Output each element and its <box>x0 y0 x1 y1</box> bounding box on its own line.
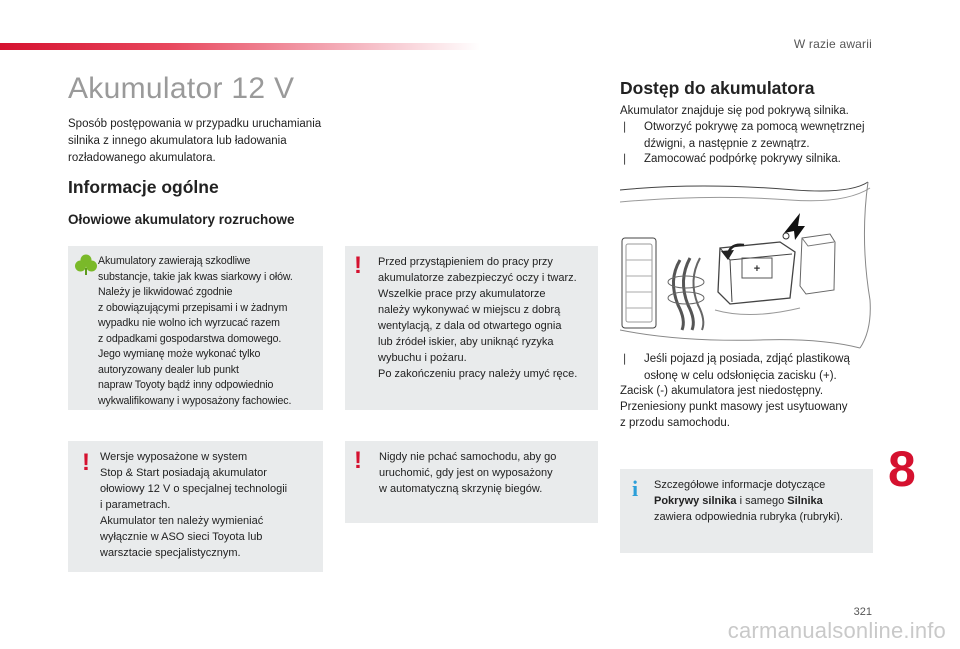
intro-text: Sposób postępowania w przypadku uruchami… <box>68 118 322 164</box>
bullet-remove-cover: ❘ Jeśli pojazd ją posiada, zdjąć plastik… <box>620 351 880 385</box>
info-bold-hood: Pokrywy silnika <box>654 495 737 507</box>
warning-exclamation-icon: ! <box>354 252 362 279</box>
bullet-text: Jeśli pojazd ją posiada, zdjąć plastikow… <box>644 353 850 382</box>
page-number: 321 <box>853 606 872 618</box>
push-warning-box: ! Nigdy nie pchać samochodu, aby go uruc… <box>345 441 598 523</box>
watermark: carmanualsonline.info <box>727 618 946 643</box>
section-name: W razie awarii <box>793 37 872 51</box>
info-box: i Szczegółowe informacje dotyczące Pokry… <box>620 469 873 553</box>
stop-start-warning-box: ! Wersje wyposażone w system Stop & Star… <box>68 441 323 572</box>
info-bold-engine: Silnika <box>787 495 823 507</box>
eco-notice-box: Akumulatory zawierają szkodliwe substanc… <box>68 246 323 410</box>
pointer-arrow-icon <box>784 213 805 240</box>
negative-terminal-text: Zacisk (-) akumulatora jest niedostępny. <box>620 385 824 397</box>
eco-notice-text: Akumulatory zawierają szkodliwe substanc… <box>98 255 293 407</box>
stop-start-warning-text: Wersje wyposażone w system Stop & Start … <box>100 451 288 559</box>
info-box-text: Szczegółowe informacje dotyczące Pokrywy… <box>654 477 872 525</box>
plus-terminal-mark: + <box>754 263 760 275</box>
info-line-1: Szczegółowe informacje dotyczące <box>654 479 826 491</box>
bullet-hood-strut: ❘ Zamocować podpórkę pokrywy silnika. <box>620 151 880 168</box>
chapter-number: 8 <box>888 441 916 497</box>
safety-warning-box: ! Przed przystąpieniem do pracy przy aku… <box>345 246 598 410</box>
info-line-3: zawiera odpowiednia rubryka (rubryki). <box>654 511 843 523</box>
page-title: Akumulator 12 V <box>68 72 295 105</box>
bullet-text: Otworzyć pokrywę za pomocą wewnętrznej d… <box>644 121 865 150</box>
warning-exclamation-icon: ! <box>354 447 362 474</box>
ground-point-location-text: z przodu samochodu. <box>620 417 730 429</box>
subheading-lead-batteries: Ołowiowe akumulatory rozruchowe <box>68 212 295 227</box>
bullet-marker-icon: ❘ <box>620 153 630 165</box>
info-icon: i <box>632 476 639 501</box>
bullet-open-hood: ❘ Otworzyć pokrywę za pomocą wewnętrznej… <box>620 119 880 153</box>
warning-exclamation-icon: ! <box>82 449 90 476</box>
battery-location-text: Akumulator znajduje się pod pokrywą siln… <box>620 105 849 117</box>
recycle-leaf-icon <box>75 254 97 275</box>
safety-warning-text: Przed przystąpieniem do pracy przy akumu… <box>378 256 578 380</box>
heading-general: Informacje ogólne <box>68 177 219 197</box>
bullet-marker-icon: ❘ <box>620 121 630 133</box>
heading-battery-access: Dostęp do akumulatora <box>620 78 815 98</box>
header-accent-bar <box>0 43 480 50</box>
ground-point-text: Przeniesiony punkt masowy jest usytuowan… <box>620 401 848 413</box>
bullet-marker-icon: ❘ <box>620 353 630 365</box>
bullet-text: Zamocować podpórkę pokrywy silnika. <box>644 153 841 165</box>
rotate-arrowhead-icon <box>721 250 734 260</box>
engine-bay-battery-illustration: + <box>620 181 871 349</box>
push-warning-text: Nigdy nie pchać samochodu, aby go urucho… <box>379 451 557 495</box>
info-connector: i samego <box>736 495 788 507</box>
